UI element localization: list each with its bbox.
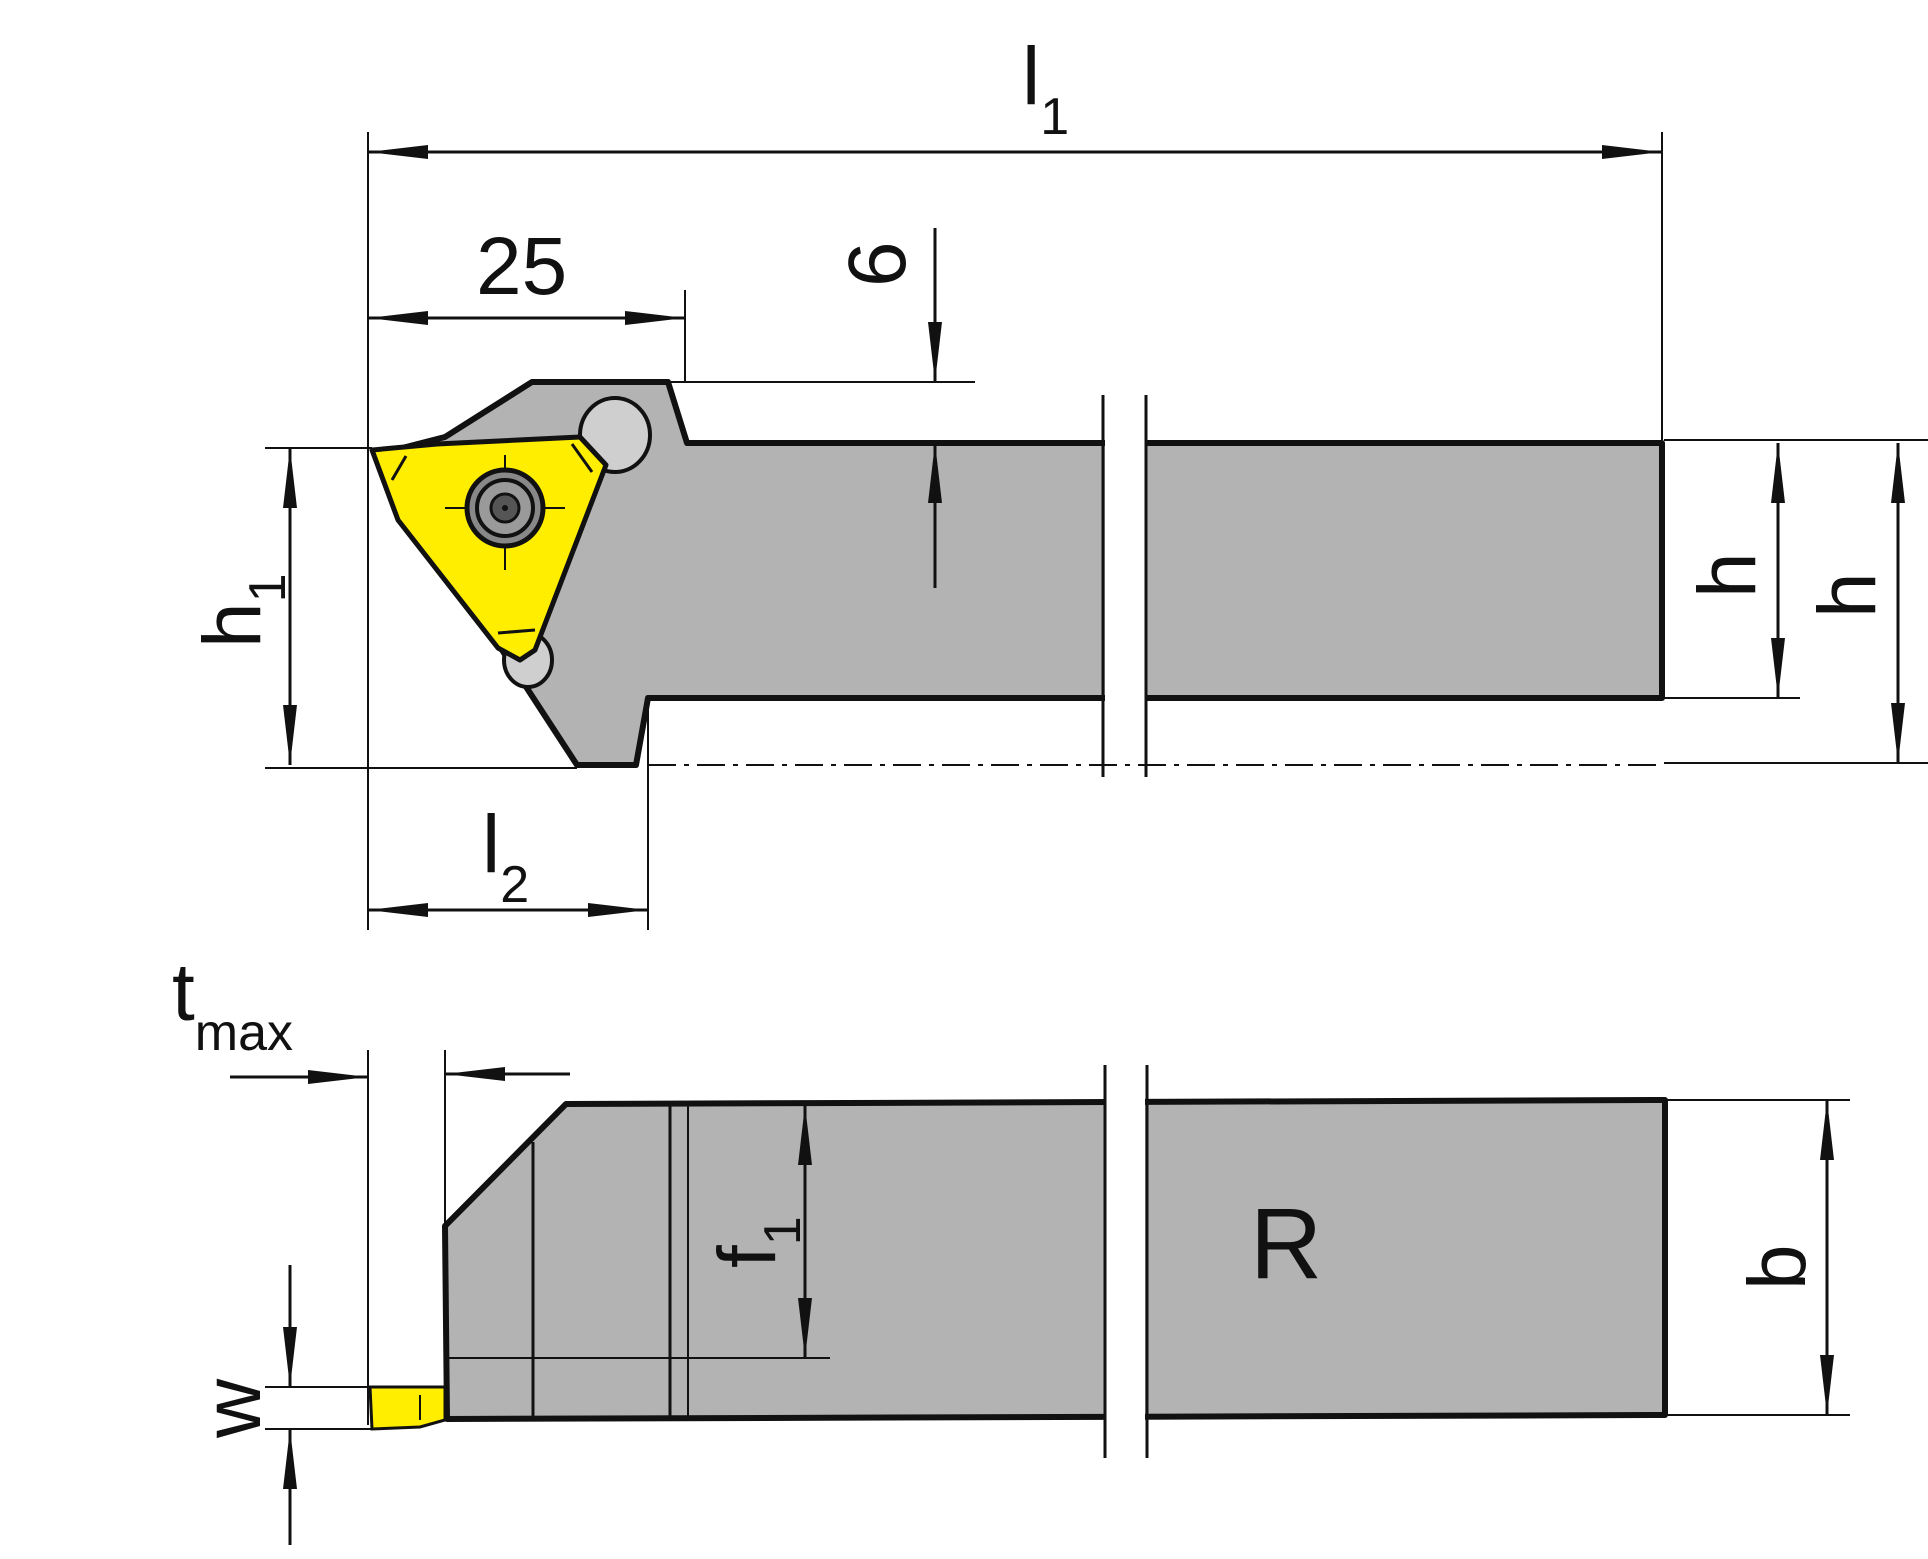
- label-w: w: [187, 1378, 278, 1439]
- label-6: 6: [832, 241, 923, 287]
- label-l2: l2: [482, 799, 529, 914]
- top-view: R tmax f1 b w: [172, 947, 1850, 1545]
- side-view: l1 25 6 h1 l2 h h: [187, 31, 1928, 930]
- clamp-screw-icon: [445, 455, 565, 570]
- label-h-inner: h: [1682, 552, 1773, 598]
- hand-label: R: [1250, 1188, 1322, 1300]
- break-gap-bottom: [1105, 1095, 1145, 1425]
- threading-insert: [369, 434, 609, 663]
- label-25: 25: [476, 221, 567, 312]
- label-b: b: [1732, 1244, 1823, 1290]
- label-h-outer: h: [1802, 572, 1893, 618]
- label-tmax: tmax: [172, 947, 293, 1062]
- label-h1: h1: [187, 573, 297, 648]
- label-l1: l1: [1022, 31, 1069, 146]
- holder-body-top: [442, 1097, 1668, 1422]
- label-f1: f1: [702, 1216, 812, 1268]
- insert-top: [368, 1385, 447, 1431]
- break-gap-top: [1105, 435, 1145, 707]
